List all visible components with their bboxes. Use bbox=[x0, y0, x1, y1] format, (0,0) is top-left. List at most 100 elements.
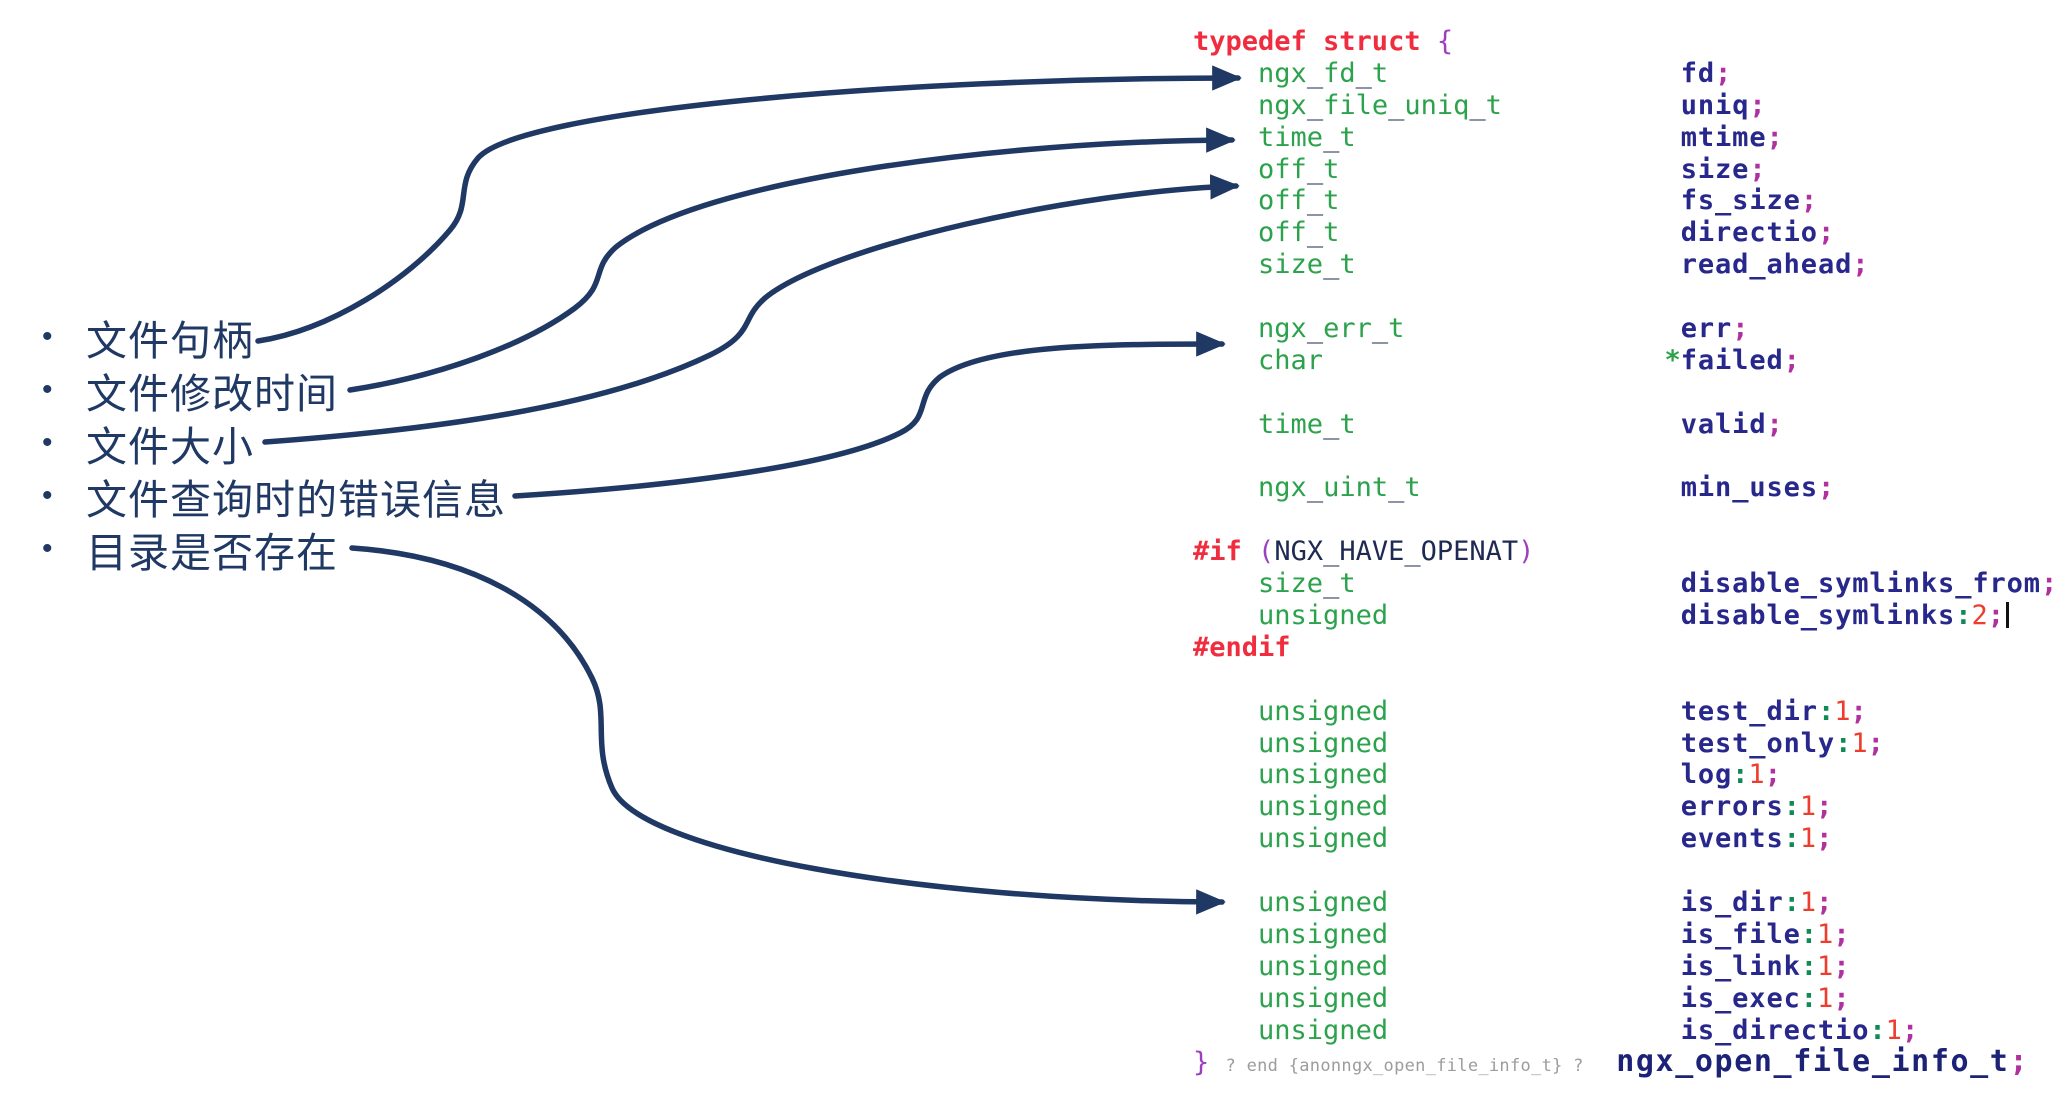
code-token: ; bbox=[1850, 695, 1867, 727]
code-line: unsigned is_exec:1; bbox=[1193, 983, 2057, 1015]
code-line: size_t disable_symlinks_from; bbox=[1193, 568, 2057, 600]
code-token: t bbox=[1323, 185, 1340, 217]
code-token: off bbox=[1258, 217, 1307, 249]
code-token bbox=[1339, 185, 1680, 216]
bullet-icon: • bbox=[42, 425, 53, 459]
code-block[interactable]: typedef struct { ngx_fd_t fd; ngx_file_u… bbox=[1193, 26, 2057, 1078]
code-token: _ bbox=[1388, 89, 1405, 121]
code-token: 2 bbox=[1971, 600, 1988, 632]
code-token: ; bbox=[1817, 217, 1835, 249]
code-token: ngx bbox=[1258, 89, 1307, 121]
code-token: ; bbox=[1766, 121, 1783, 153]
code-token: err bbox=[1680, 313, 1733, 345]
code-line: ngx_uint_t min_uses; bbox=[1193, 472, 2057, 504]
code-token: fd bbox=[1323, 57, 1356, 89]
annotation-item-1: •文件句柄 bbox=[34, 310, 506, 364]
code-token bbox=[1193, 345, 1258, 376]
code-token bbox=[1193, 217, 1258, 248]
code-token: ; bbox=[1800, 185, 1818, 217]
annotation-label: 文件大小 bbox=[86, 423, 254, 470]
code-line: unsigned test_only:1; bbox=[1193, 728, 2057, 760]
code-token bbox=[1339, 154, 1680, 185]
code-token: time bbox=[1258, 121, 1324, 153]
code-token bbox=[1388, 791, 1681, 822]
code-line: unsigned errors:1; bbox=[1193, 791, 2057, 823]
code-token bbox=[1193, 122, 1258, 153]
code-token: is_exec bbox=[1680, 982, 1801, 1014]
code-token: typedef struct bbox=[1193, 26, 1421, 57]
code-token: t bbox=[1485, 89, 1502, 121]
code-token: ; bbox=[2040, 568, 2058, 600]
code-token: t bbox=[1323, 153, 1340, 185]
code-token: ; bbox=[1833, 950, 1850, 982]
connector-file-handle-to-ngx-fd-t bbox=[255, 65, 1242, 344]
code-token: ; bbox=[1764, 759, 1781, 791]
code-token bbox=[1388, 696, 1681, 727]
code-token: t bbox=[1388, 313, 1405, 345]
code-token: 1 bbox=[1799, 887, 1817, 919]
code-token: ; bbox=[1766, 408, 1783, 440]
code-token: _ bbox=[1323, 408, 1340, 440]
code-line: off_t directio; bbox=[1193, 217, 2057, 249]
code-token bbox=[1193, 249, 1258, 280]
code-token: : bbox=[1732, 759, 1749, 791]
code-token: ; bbox=[1987, 600, 2004, 632]
code-token bbox=[1323, 345, 1664, 376]
code-token bbox=[1193, 58, 1258, 89]
code-token: read_ahead bbox=[1680, 249, 1853, 281]
code-token: ngx bbox=[1258, 313, 1307, 345]
code-token: t bbox=[1323, 217, 1340, 249]
code-token: NGX_HAVE_OPENAT bbox=[1274, 536, 1519, 568]
code-token bbox=[1421, 472, 1681, 503]
code-token: : bbox=[1800, 950, 1818, 982]
code-token: ; bbox=[1816, 823, 1833, 855]
code-line: char *failed; bbox=[1193, 345, 2057, 377]
code-token: file bbox=[1323, 89, 1389, 121]
code-token bbox=[1356, 409, 1681, 440]
code-token: size bbox=[1258, 249, 1324, 281]
code-token: 1 bbox=[1817, 950, 1834, 982]
code-line: unsigned is_directio:1; bbox=[1193, 1015, 2057, 1047]
code-token: } bbox=[1193, 1046, 1210, 1078]
code-token: size bbox=[1680, 153, 1750, 185]
code-token: ; bbox=[1715, 57, 1732, 89]
code-token: { bbox=[1436, 26, 1454, 57]
code-token: unsigned bbox=[1258, 759, 1389, 791]
code-token: char bbox=[1258, 344, 1324, 376]
bullet-icon: • bbox=[42, 319, 53, 353]
code-token: : bbox=[1800, 918, 1818, 950]
code-token: unsigned bbox=[1258, 918, 1389, 950]
code-token: #endif bbox=[1193, 631, 1291, 663]
code-token: unsigned bbox=[1258, 982, 1389, 1014]
code-token: is_dir bbox=[1680, 887, 1784, 919]
connector-isdir-to-unsigned bbox=[349, 545, 1226, 915]
code-token: ngx bbox=[1258, 57, 1307, 89]
code-token: t bbox=[1339, 408, 1356, 440]
code-line: ngx_fd_t fd; bbox=[1193, 58, 2057, 90]
code-token bbox=[1388, 759, 1681, 790]
code-token: unsigned bbox=[1258, 950, 1389, 982]
code-token: ( bbox=[1258, 536, 1275, 568]
code-line: typedef struct { bbox=[1193, 26, 2057, 58]
code-token: : bbox=[1835, 727, 1852, 759]
text-caret bbox=[2005, 602, 2009, 629]
code-token bbox=[1193, 791, 1258, 822]
code-token: log bbox=[1680, 759, 1733, 791]
annotation-list: •文件句柄•文件修改时间•文件大小•文件查询时的错误信息•目录是否存在 bbox=[34, 310, 506, 576]
code-token: disable_symlinks_from bbox=[1680, 568, 2041, 600]
code-token: off bbox=[1258, 185, 1307, 217]
code-token bbox=[1193, 600, 1258, 631]
code-token: uint bbox=[1323, 472, 1389, 504]
code-token: * bbox=[1664, 344, 1681, 376]
code-token bbox=[1356, 122, 1681, 153]
annotation-item-4: •文件查询时的错误信息 bbox=[34, 469, 506, 523]
code-line: } ? end {anonngx_open_file_info_t} ? ngx… bbox=[1193, 1046, 2057, 1079]
code-token: _ bbox=[1469, 89, 1486, 121]
code-token: ; bbox=[1867, 727, 1884, 759]
code-token: 1 bbox=[1885, 1014, 1902, 1046]
code-token: fd bbox=[1680, 57, 1716, 89]
code-token: : bbox=[1800, 982, 1818, 1014]
code-line: time_t mtime; bbox=[1193, 122, 2057, 154]
code-token: fs_size bbox=[1680, 185, 1801, 217]
code-token: ) bbox=[1518, 536, 1535, 568]
